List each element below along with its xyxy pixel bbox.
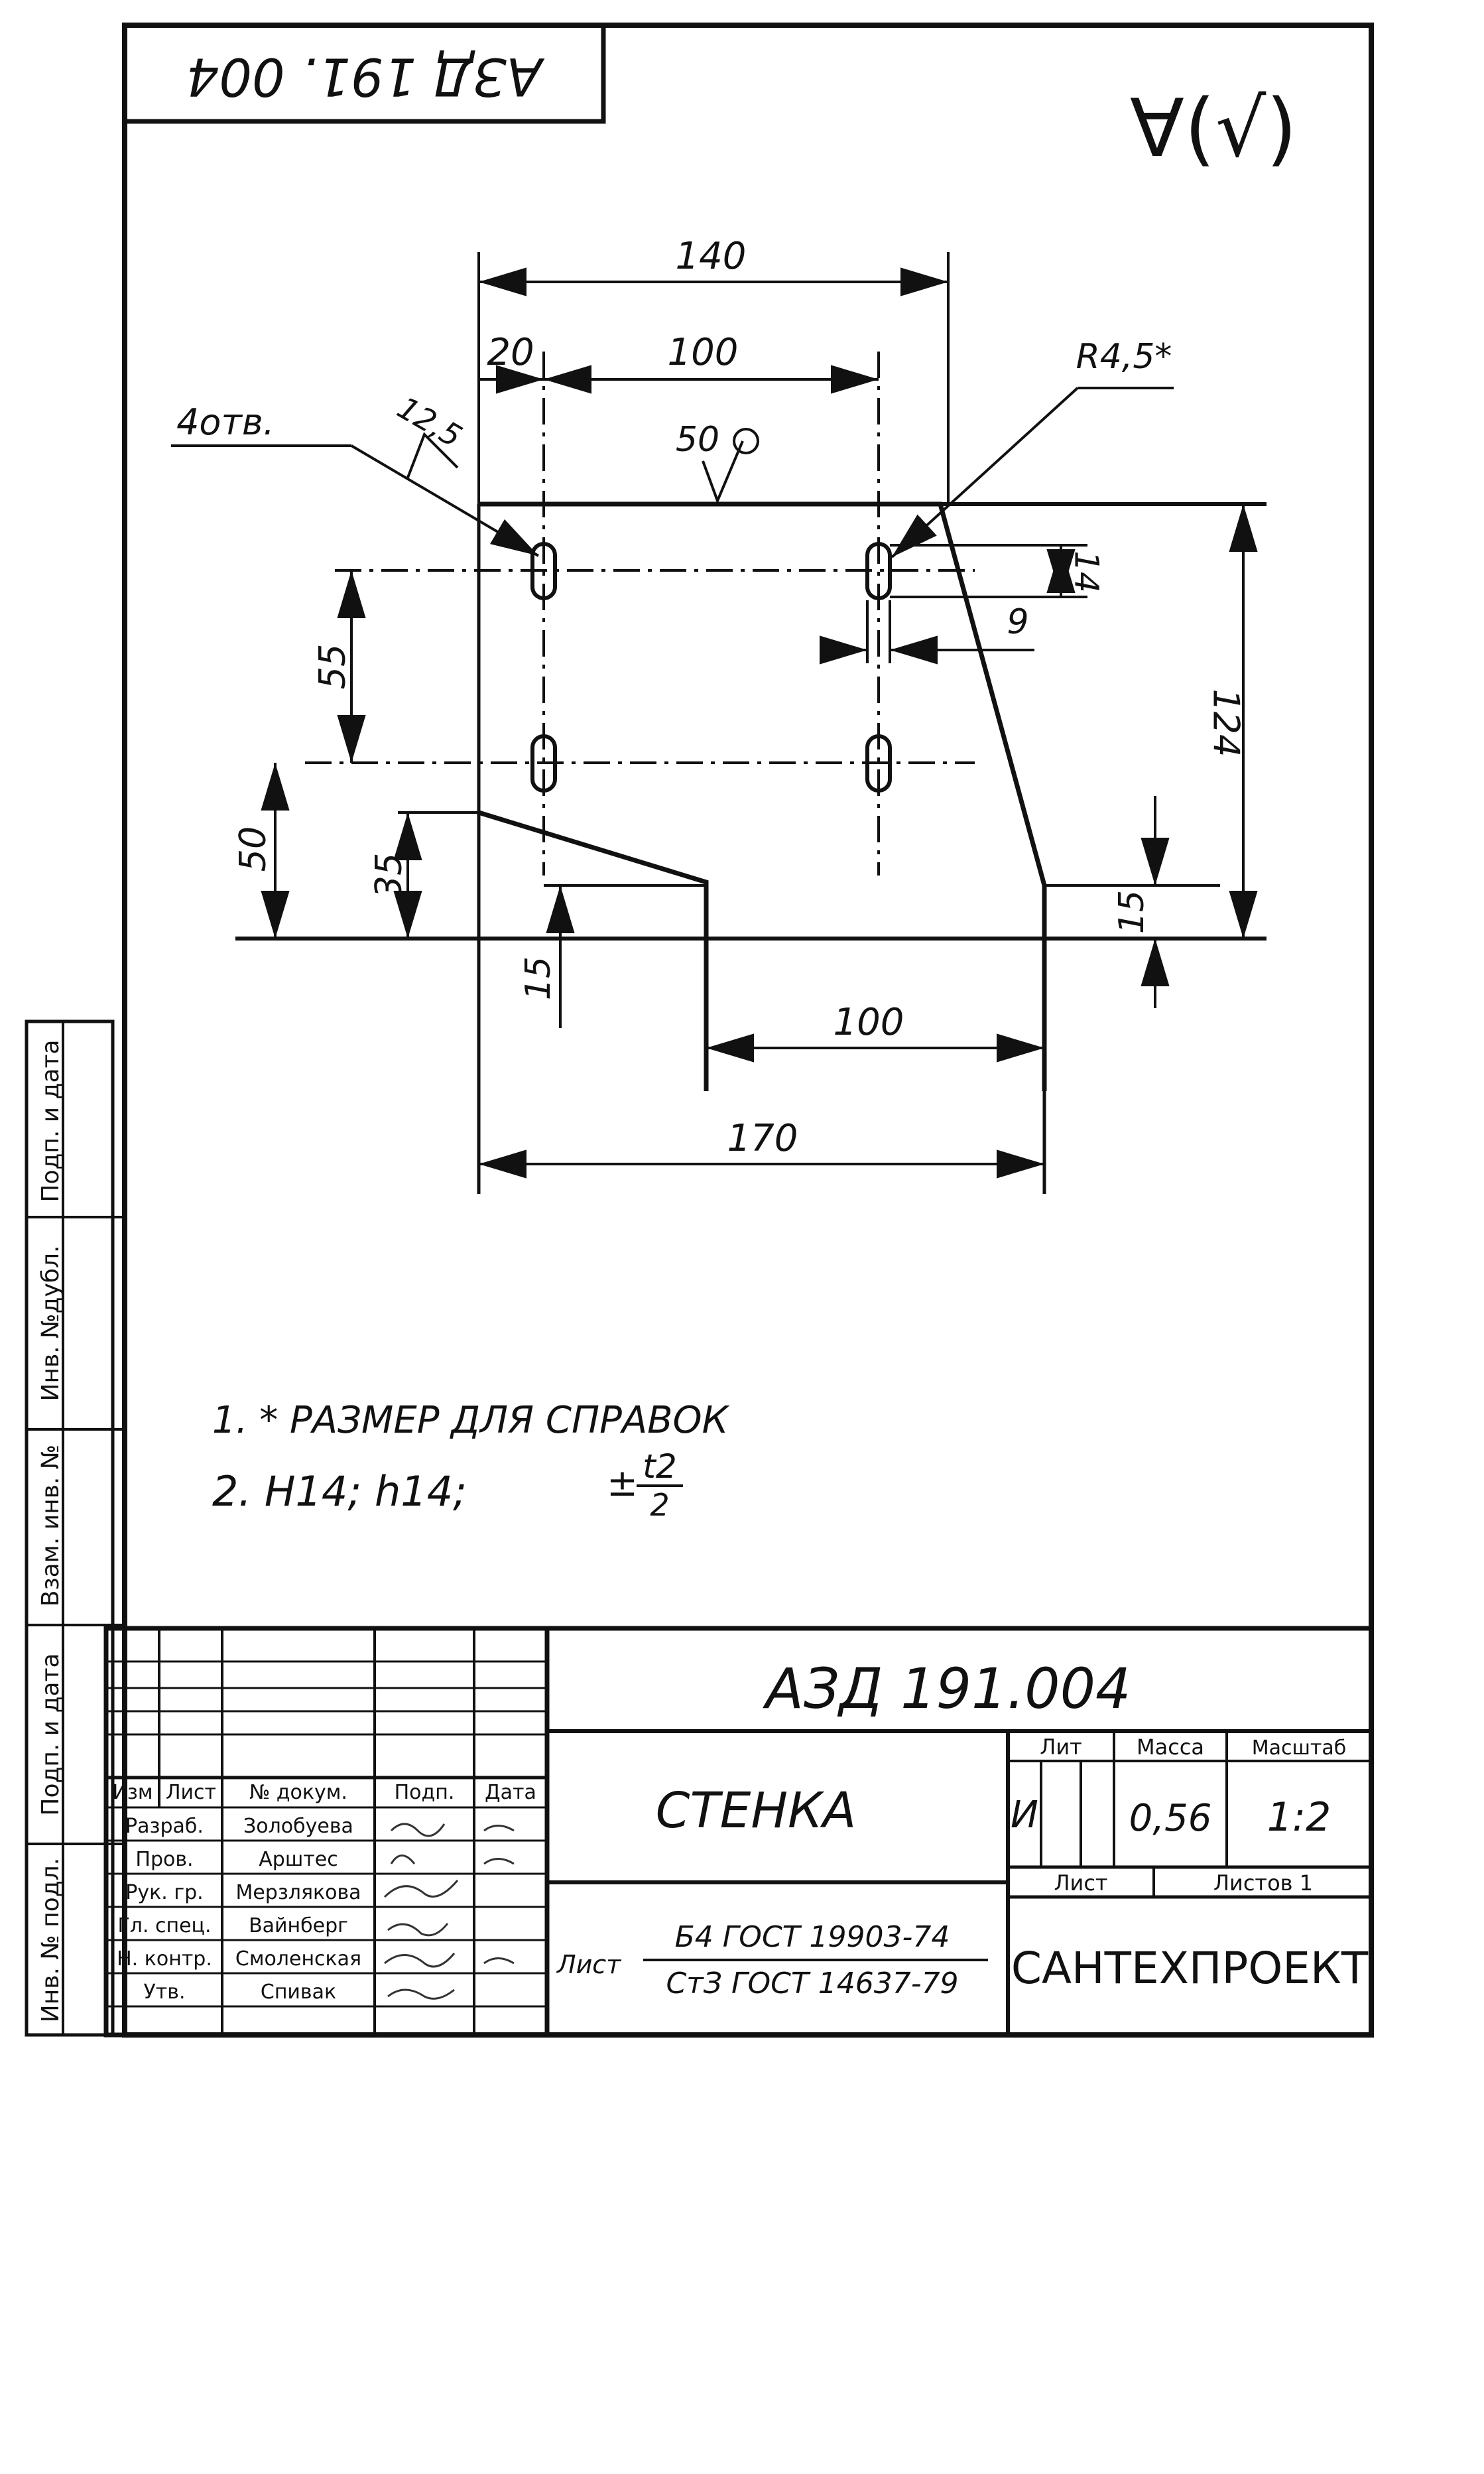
designation: АЗД 191.004 [762, 1656, 1131, 1721]
part-name: СТЕНКА [656, 1782, 856, 1839]
material-line-2: СтЗ ГОСТ 14637-79 [666, 1967, 958, 2000]
slot-hole [865, 734, 892, 793]
dim-100-bottom: 100 [834, 1001, 904, 1044]
scale-value: 1:2 [1267, 1794, 1331, 1841]
side-strip-label: Взам. инв. № [37, 1445, 64, 1606]
role-cell: Рук. гр. [125, 1881, 203, 1904]
note-2-pm: ± [607, 1462, 638, 1505]
organization: САНТЕХПРОЕКТ [1011, 1943, 1369, 1994]
col-header: Подп. [395, 1781, 455, 1804]
dimension-labels: 140 20 100 R4,5* 4отв. 12,5 50 14 9 55 1… [176, 235, 1247, 1160]
dim-140: 140 [676, 235, 747, 278]
note-2: 2. H14; h14; [212, 1467, 467, 1516]
dim-15-right: 15 [1112, 890, 1152, 934]
note-1: 1. * РАЗМЕР ДЛЯ СПРАВОК [212, 1399, 730, 1442]
col-header: № докум. [249, 1781, 347, 1804]
slot-hole [530, 734, 557, 793]
signature-marks [383, 1823, 515, 2000]
lit-value: И [1011, 1793, 1038, 1837]
roughness-50: 50 [676, 420, 719, 460]
role-cell: Пров. [135, 1848, 193, 1871]
dim-35: 35 [368, 853, 410, 899]
side-strip-label: Инв. № подл. [37, 1858, 64, 2022]
col-header: Лист [166, 1781, 216, 1804]
material-label: Лист [556, 1950, 622, 1979]
slot-hole [865, 542, 892, 600]
col-header: Изм [112, 1781, 153, 1804]
roughness-mark: ∀(√) [1130, 83, 1297, 175]
name-cell: Золобуева [243, 1815, 353, 1838]
note-2-numerator: t2 [643, 1447, 676, 1486]
lit-label: Лит [1040, 1734, 1082, 1760]
dim-50: 50 [232, 826, 274, 872]
label-holes: 4отв. [176, 401, 275, 443]
technical-notes: 1. * РАЗМЕР ДЛЯ СПРАВОК 2. H14; h14; ± t… [212, 1399, 730, 1523]
note-2-denominator: 2 [650, 1487, 669, 1523]
sheet-label: Лист [1054, 1870, 1107, 1896]
name-cell: Вайнберг [249, 1914, 348, 1937]
dim-15-left: 15 [519, 956, 558, 1000]
dim-20: 20 [487, 331, 534, 374]
name-cell: Арштес [259, 1848, 338, 1871]
material-line-1: Б4 ГОСТ 19903-74 [675, 1920, 950, 1954]
dim-170: 170 [727, 1117, 798, 1160]
dim-r45: R4,5* [1076, 337, 1172, 377]
col-header: Дата [485, 1781, 536, 1804]
name-cell: Спивак [261, 1981, 336, 2004]
role-cell: Разраб. [125, 1815, 204, 1838]
dimension-lines [171, 252, 1258, 1179]
title-block: Изм Лист № докум. Подп. Дата Разраб. Зол… [103, 1626, 1374, 2038]
corner-stamp: АЗД 191. 004 [122, 23, 606, 124]
part-outline [235, 501, 1267, 1194]
role-cell: Утв. [144, 1981, 186, 2004]
roughness-12-5: 12,5 [391, 389, 468, 454]
centerlines [305, 352, 975, 876]
side-strip: Подп. и дата Инв. №дубл. Взам. инв. № По… [25, 1019, 125, 2037]
side-strip-label: Подп. и дата [37, 1039, 64, 1202]
scale-label: Масштаб [1252, 1736, 1347, 1760]
dim-124: 124 [1205, 688, 1247, 757]
side-strip-label: Инв. №дубл. [37, 1246, 64, 1401]
mass-label: Масса [1137, 1734, 1204, 1760]
dim-100-top: 100 [668, 331, 739, 374]
slot-holes [530, 542, 892, 793]
role-cell: Гл. спец. [117, 1914, 211, 1937]
role-cell: Н. контр. [117, 1947, 212, 1971]
side-strip-label: Подп. и дата [37, 1653, 64, 1815]
dim-9: 9 [1007, 602, 1028, 642]
dim-55: 55 [312, 644, 353, 690]
name-cell: Смоленская [235, 1947, 361, 1971]
sheets-label: Листов 1 [1213, 1870, 1313, 1896]
slot-hole [530, 542, 557, 600]
mass-value: 0,56 [1129, 1797, 1212, 1840]
name-cell: Мерзлякова [235, 1881, 361, 1904]
corner-stamp-text: АЗД 191. 004 [186, 46, 545, 106]
dim-14: 14 [1068, 551, 1106, 593]
